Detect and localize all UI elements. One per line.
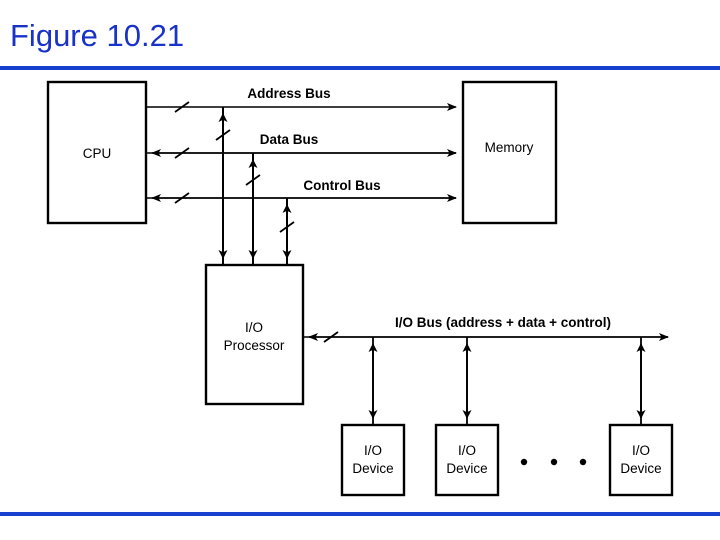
page-title: Figure 10.21 [10,18,185,53]
box-io-device-2[interactable]: I/O Device [434,423,500,497]
address-bus-width-slash [174,101,190,113]
io-device-2-label-line1: I/O [458,443,476,458]
box-cpu[interactable]: CPU [46,80,148,225]
ellipsis-dots [520,458,587,466]
cpu-label: CPU [83,146,112,161]
control-bus-line [146,192,457,204]
control-bus-label: Control Bus [303,178,380,193]
io-device-3-label-line2: Device [620,461,661,476]
data-bus-label: Data Bus [260,132,319,147]
box-io-processor[interactable]: I/O Processor [204,263,305,406]
io-device-1-label-line1: I/O [364,443,382,458]
io-device-3-box-outline [608,423,674,497]
io-device-2-label-line2: Device [446,461,487,476]
cpu-box-outline [46,80,148,225]
box-io-device-3[interactable]: I/O Device [608,423,674,497]
io-processor-label-line1: I/O [245,320,263,335]
data-bus-width-slash [174,147,190,159]
figure-diagram: CPU Memory I/O Processor I/O Device I/O … [46,80,674,497]
io-device-2-box-outline [434,423,500,497]
box-memory[interactable]: Memory [461,80,558,225]
io-processor-box-outline [204,263,305,406]
address-bus-to-io-processor-link [215,107,231,265]
io-device-3-label-line1: I/O [632,443,650,458]
io-bus-label: I/O Bus (address + data + control) [395,315,611,330]
io-device-1-label-line2: Device [352,461,393,476]
memory-label: Memory [485,140,534,155]
address-bus-line [146,101,457,113]
address-bus-label: Address Bus [247,86,330,101]
data-bus-to-io-processor-link [245,153,261,265]
io-bus-line [303,331,669,343]
title-divider-rule [0,66,720,70]
control-bus-to-io-processor-link [279,198,295,265]
io-device-1-box-outline [340,423,406,497]
box-io-device-1[interactable]: I/O Device [340,423,406,497]
io-bus-width-slash [323,331,339,343]
memory-box-outline [461,80,558,225]
control-bus-width-slash [174,192,190,204]
data-bus-line [146,147,457,159]
footer-divider-rule [0,512,720,516]
io-processor-label-line2: Processor [224,338,285,353]
